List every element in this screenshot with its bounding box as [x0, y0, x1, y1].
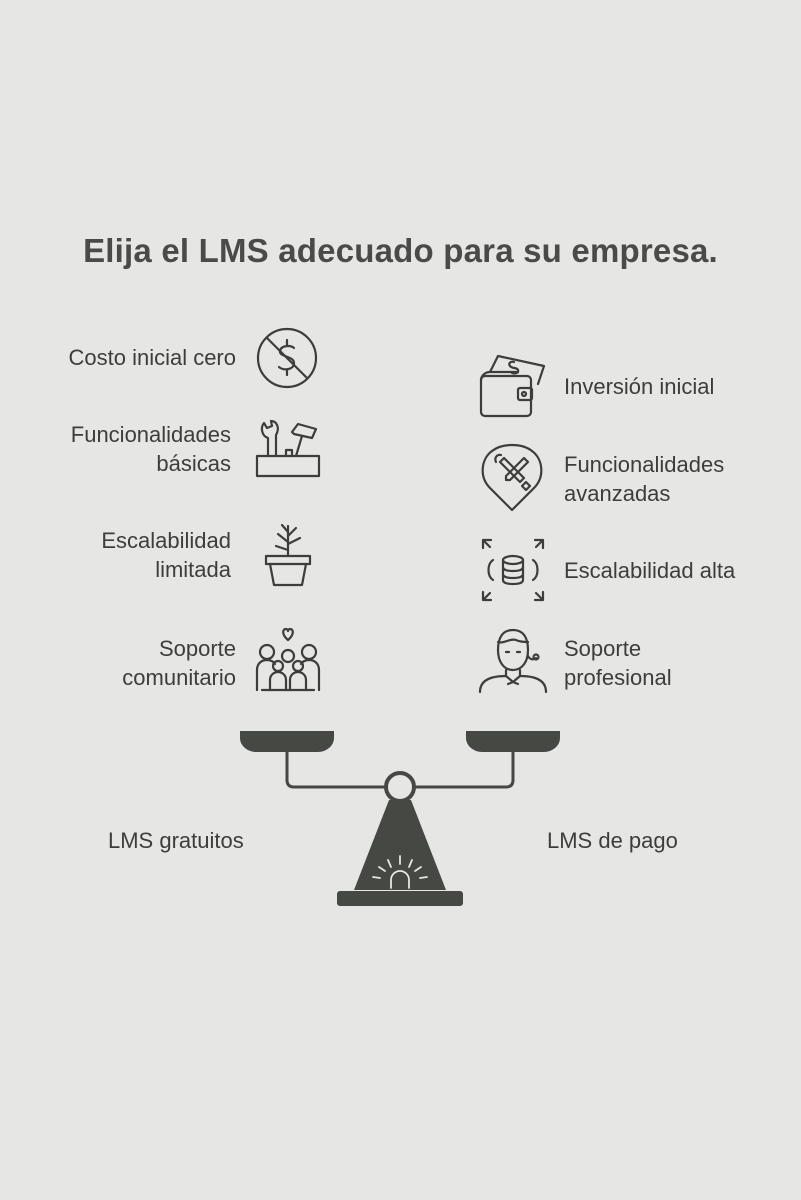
right-scale-label: LMS de pago [547, 828, 678, 853]
label-line: Inversión inicial [564, 374, 715, 399]
plant-pot-icon [262, 522, 314, 588]
label-line: avanzadas [564, 481, 671, 506]
label-line: Soporte [158, 636, 236, 661]
label-line: Funcionalidades [564, 452, 725, 477]
lightbulb-icon [372, 855, 428, 889]
community-icon [254, 626, 322, 694]
scale-base [337, 891, 463, 906]
toolbox-icon [254, 418, 322, 480]
left-item-label-2: Funcionalidades básicas [71, 420, 231, 478]
label-line: limitada [155, 557, 231, 582]
right-pan [466, 731, 560, 752]
right-item-label-3: Escalabilidad alta [564, 556, 735, 585]
left-item-label-3: Escalabilidad limitada [101, 526, 231, 584]
scale-stand [354, 800, 446, 890]
page-title: Elija el LMS adecuado para su empresa. [83, 232, 718, 269]
label-line: comunitario [122, 665, 236, 690]
label-line: Soporte [564, 636, 642, 661]
no-dollar-icon [255, 326, 319, 390]
left-item-label-4: Soporte comunitario [122, 634, 236, 692]
database-expand-icon [479, 536, 547, 604]
support-agent-icon [478, 626, 548, 694]
label-line: Costo inicial cero [68, 345, 236, 370]
label-line: básicas [156, 451, 231, 476]
left-item-label-1: Costo inicial cero [68, 343, 236, 372]
left-pan [240, 731, 334, 752]
wallet-icon [478, 352, 548, 420]
right-item-label-2: Funcionalidades avanzadas [564, 450, 724, 508]
tools-pin-icon [480, 442, 544, 512]
right-item-label-1: Inversión inicial [564, 372, 714, 401]
pivot [384, 771, 416, 803]
label-line: Escalabilidad alta [564, 558, 736, 583]
label-line: profesional [564, 665, 672, 690]
left-scale-label: LMS gratuitos [108, 828, 244, 853]
label-line: Funcionalidades [70, 422, 231, 447]
right-item-label-4: Soporte profesional [564, 634, 672, 692]
label-line: Escalabilidad [101, 528, 231, 553]
scale-beam [285, 750, 515, 789]
